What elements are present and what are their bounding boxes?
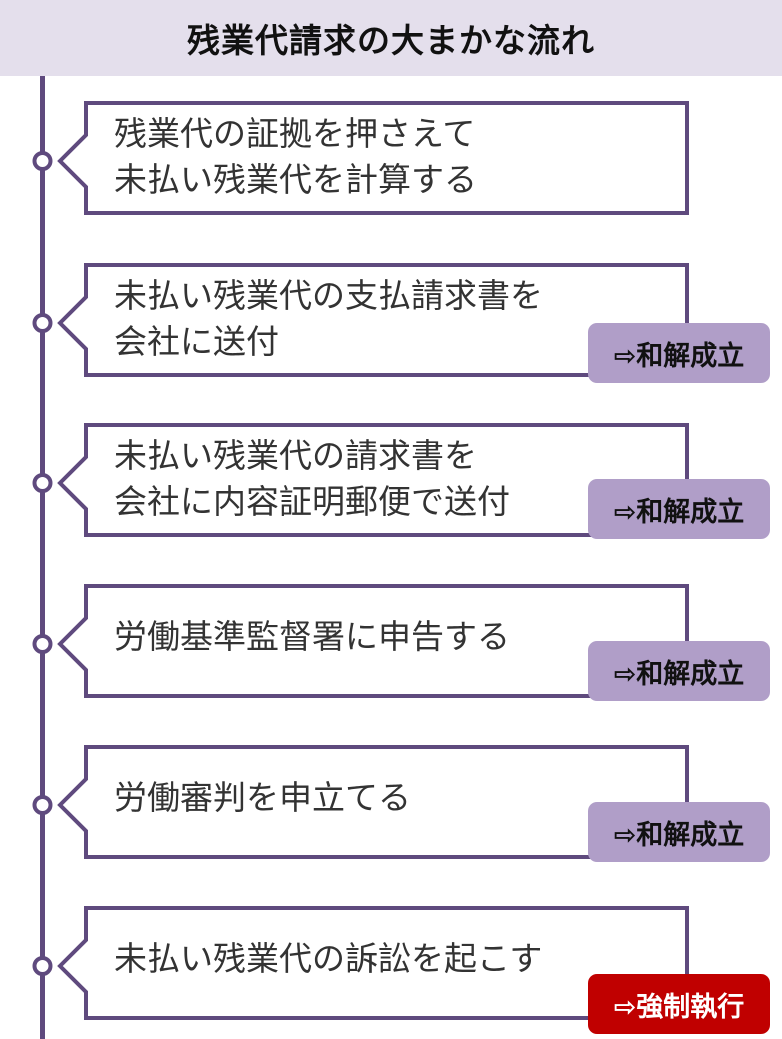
- step-callout-box: [32, 101, 689, 215]
- step-callout-box: [32, 745, 689, 859]
- settlement-badge: ⇨和解成立: [588, 641, 770, 701]
- callout-shape: [57, 584, 689, 698]
- timeline-node-icon: [32, 956, 53, 976]
- settlement-badge: ⇨和解成立: [588, 323, 770, 383]
- timeline-node-icon: [32, 473, 53, 493]
- callout-shape: [57, 906, 689, 1020]
- step-text-line: 会社に内容証明郵便で送付: [114, 482, 510, 521]
- callout-shape: [57, 101, 689, 215]
- step-text-line: 未払い残業代の支払請求書を: [114, 276, 543, 315]
- timeline-node-icon: [32, 634, 53, 654]
- header: 残業代請求の大まかな流れ: [0, 0, 782, 76]
- step-text-line: 労働基準監督署に申告する: [114, 617, 510, 656]
- step-text: 未払い残業代の訴訟を起こす: [114, 936, 542, 982]
- step-text: 未払い残業代の請求書を会社に内容証明郵便で送付: [114, 433, 510, 525]
- settlement-badge: ⇨和解成立: [588, 802, 770, 862]
- enforcement-badge: ⇨強制執行: [588, 974, 770, 1034]
- callout-shape: [57, 423, 689, 537]
- step-text: 労働審判を申立てる: [114, 775, 411, 821]
- timeline-line: [40, 76, 45, 1039]
- timeline-node-icon: [32, 313, 53, 333]
- settlement-badge: ⇨和解成立: [588, 479, 770, 539]
- step-text: 労働基準監督署に申告する: [114, 614, 510, 660]
- timeline-node-icon: [32, 151, 53, 171]
- callout-shape: [57, 745, 689, 859]
- step-text-line: 未払い残業代を計算する: [114, 160, 477, 199]
- step-text-line: 会社に送付: [114, 322, 279, 361]
- step-callout-box: [32, 906, 689, 1020]
- step-text: 残業代の証拠を押さえて未払い残業代を計算する: [114, 111, 477, 203]
- step-callout-box: [32, 263, 689, 377]
- step-text: 未払い残業代の支払請求書を会社に送付: [114, 273, 543, 365]
- step-callout-box: [32, 423, 689, 537]
- step-callout-box: [32, 584, 689, 698]
- step-text-line: 労働審判を申立てる: [114, 778, 411, 817]
- step-text-line: 未払い残業代の請求書を: [114, 436, 477, 475]
- callout-shape: [57, 263, 689, 377]
- timeline-node-icon: [32, 795, 53, 815]
- diagram-title: 残業代請求の大まかな流れ: [187, 21, 595, 60]
- step-text-line: 残業代の証拠を押さえて: [114, 114, 476, 153]
- step-text-line: 未払い残業代の訴訟を起こす: [114, 939, 543, 978]
